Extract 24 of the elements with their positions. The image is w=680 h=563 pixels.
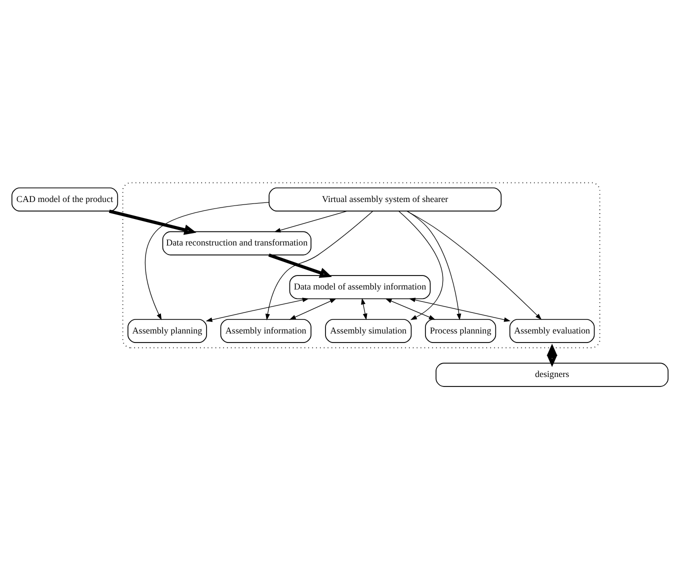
arrow [408, 297, 511, 322]
arrow [406, 210, 462, 320]
node-box: designers [436, 362, 668, 386]
arrow [108, 209, 196, 234]
arrow [361, 298, 368, 320]
arrow [265, 210, 374, 320]
arrow [398, 210, 444, 320]
arrow [144, 201, 270, 320]
node-box: Assembly evaluation [509, 318, 595, 342]
arrow [406, 210, 542, 320]
node-box: Assembly simulation [325, 318, 412, 342]
node-box: Process planning [424, 318, 496, 342]
node-box: Assembly planning [128, 318, 207, 342]
node-box: Assembly information [220, 318, 312, 342]
node-box: Data model of assembly information [289, 274, 431, 299]
cluster [122, 182, 600, 348]
node-box: CAD model of the product [12, 186, 118, 212]
arrow [546, 343, 558, 366]
arrow [385, 298, 436, 320]
arrow [274, 210, 348, 232]
arrow [289, 298, 336, 320]
node-box: Virtual assembly system of shearer [268, 186, 502, 212]
node-box: Data reconstruction and transformation [162, 230, 312, 255]
arrow [206, 297, 309, 322]
